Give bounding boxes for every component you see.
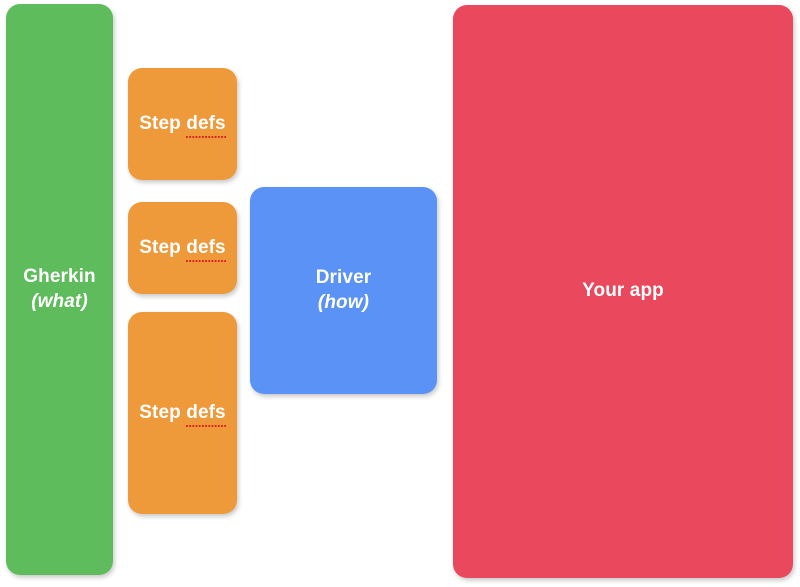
step-defs-label-3: Step defs: [135, 401, 229, 428]
driver-label: Driver (how): [312, 266, 376, 315]
step-defs-label-2: Step defs: [135, 236, 229, 263]
driver-title: Driver: [315, 267, 372, 289]
step-defs-word-flagged-2: defs: [186, 236, 227, 263]
step-defs-word-plain-2: Step: [139, 236, 187, 258]
step-defs-word-flagged-3: defs: [186, 401, 227, 428]
gherkin-title: Gherkin: [23, 266, 96, 288]
step-defs-box-2[interactable]: Step defs: [128, 202, 237, 294]
step-defs-box-1[interactable]: Step defs: [128, 68, 237, 180]
driver-box[interactable]: Driver (how): [250, 187, 437, 394]
driver-subtitle: (how): [317, 291, 370, 313]
gherkin-box[interactable]: Gherkin (what): [6, 4, 113, 575]
your-app-label: Your app: [582, 280, 664, 302]
step-defs-word-plain-1: Step: [139, 112, 187, 134]
step-defs-box-3[interactable]: Step defs: [128, 312, 237, 514]
step-defs-word-plain-3: Step: [139, 401, 187, 423]
your-app-box[interactable]: Your app: [453, 5, 793, 578]
step-defs-label-1: Step defs: [135, 112, 229, 139]
gherkin-subtitle: (what): [31, 290, 88, 312]
gherkin-label: Gherkin (what): [19, 265, 100, 314]
step-defs-word-flagged-1: defs: [186, 112, 227, 139]
